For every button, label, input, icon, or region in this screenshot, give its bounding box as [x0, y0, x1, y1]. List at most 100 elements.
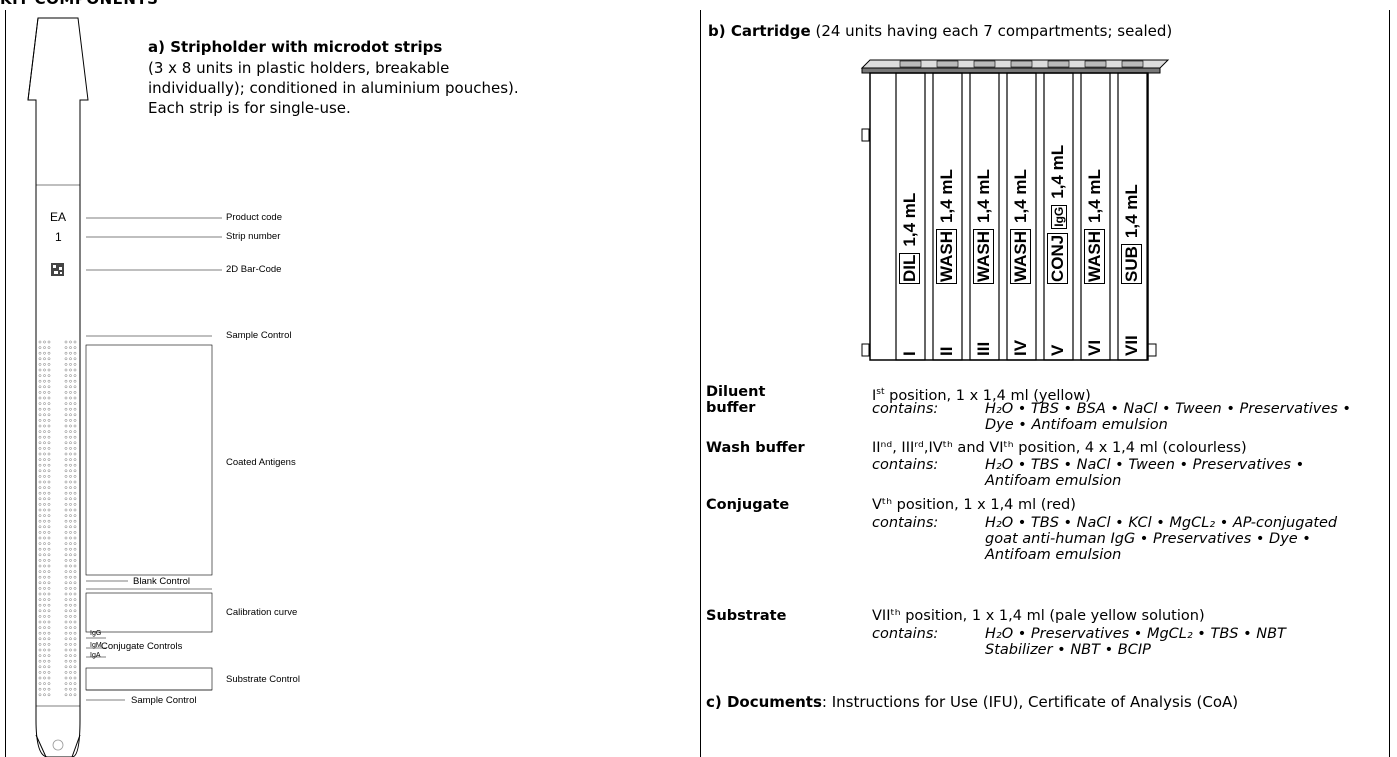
microdot [43, 570, 46, 573]
microdot [73, 368, 77, 372]
label-iga: IgA [90, 652, 101, 659]
compartment-roman-numeral: V [1047, 344, 1067, 356]
microdot [38, 458, 42, 461]
microdot [47, 553, 51, 557]
compartment-label: WASH1,4 mL [972, 169, 994, 284]
microdot [73, 592, 77, 596]
microdot [64, 503, 68, 506]
microdot [73, 631, 77, 635]
microdot [73, 542, 77, 545]
microdot [43, 435, 46, 439]
microdot [47, 525, 51, 529]
microdot [73, 519, 77, 523]
microdot [69, 609, 72, 613]
microdot [73, 615, 77, 618]
microdot [47, 469, 51, 473]
microdot [69, 497, 72, 501]
compartment-code: DIL [898, 252, 920, 284]
microdot [38, 435, 42, 439]
microdot [43, 676, 46, 680]
compartment-label: WASH1,4 mL [935, 169, 957, 284]
diluent-contents: H₂O • TBS • BSA • NaCl • Tween • Preserv… [985, 401, 1351, 433]
microdot [47, 475, 51, 478]
microdot [69, 430, 72, 433]
compartment-volume: 1,4 mL [1010, 169, 1030, 223]
microdot [47, 413, 51, 417]
microdot [69, 407, 72, 411]
label-calibration-curve: Calibration curve [226, 607, 298, 618]
microdot [43, 575, 46, 579]
microdot [64, 637, 68, 641]
section-c-body: : Instructions for Use (IFU), Certificat… [821, 693, 1239, 711]
microdot [38, 587, 42, 590]
microdot [38, 357, 42, 361]
microdot [73, 575, 77, 579]
microdot [73, 402, 77, 405]
microdot [47, 654, 51, 657]
compartment-roman-numeral: VII [1121, 335, 1141, 356]
microdot [69, 626, 72, 629]
microdot [43, 603, 46, 607]
microdot [69, 525, 72, 529]
microdot [73, 351, 77, 355]
microdot [64, 620, 68, 624]
microdot [64, 665, 68, 669]
microdot [38, 503, 42, 506]
microdot [43, 654, 46, 657]
microdot [69, 665, 72, 669]
microdot [64, 447, 68, 450]
microdot [64, 491, 68, 495]
microdot [38, 671, 42, 674]
microdot [38, 379, 42, 383]
microdot [38, 419, 42, 422]
microdot [69, 519, 72, 523]
microdot [73, 407, 77, 411]
microdot [64, 693, 68, 697]
microdot [64, 581, 68, 585]
microdot [64, 351, 68, 355]
label-sample-control-top: Sample Control [226, 330, 292, 341]
microdot [73, 564, 77, 568]
microdot [38, 396, 42, 400]
microdot [69, 693, 72, 697]
microdot [69, 385, 72, 389]
microdot [47, 648, 51, 652]
microdot [47, 396, 51, 400]
microdot [47, 497, 51, 501]
microdot [47, 687, 51, 691]
microdot [64, 407, 68, 411]
microdot [69, 491, 72, 495]
microdot [43, 486, 46, 489]
microdot [43, 413, 46, 417]
label-sample-control-bottom: Sample Control [131, 695, 197, 706]
microdot [43, 396, 46, 400]
microdot [38, 531, 42, 534]
compartment-roman-numeral: II [936, 346, 956, 356]
substrate-name: Substrate [706, 608, 787, 624]
cartridge-compartment [895, 72, 926, 361]
microdot [38, 452, 42, 456]
microdot [73, 547, 77, 551]
microdot [73, 671, 77, 674]
microdot [64, 626, 68, 629]
microdot [38, 514, 42, 517]
microdot [43, 682, 46, 685]
microdot [64, 452, 68, 456]
microdot [64, 514, 68, 517]
microdot [73, 525, 77, 529]
cartridge-compartment [1006, 72, 1037, 361]
microdot [64, 475, 68, 478]
cartridge-walls [895, 72, 1148, 361]
section-b-title: b) Cartridge (24 units having each 7 com… [708, 22, 1172, 40]
microdot [64, 553, 68, 557]
microdot [47, 435, 51, 439]
microdot [64, 480, 68, 484]
microdot [73, 581, 77, 585]
microdot [73, 480, 77, 484]
microdot [64, 659, 68, 663]
microdot [38, 547, 42, 551]
microdot [64, 547, 68, 551]
microdot [43, 351, 46, 355]
microdot [38, 536, 42, 540]
conjugate-position: Vᵗʰ position, 1 x 1,4 ml (red) [872, 497, 1076, 513]
